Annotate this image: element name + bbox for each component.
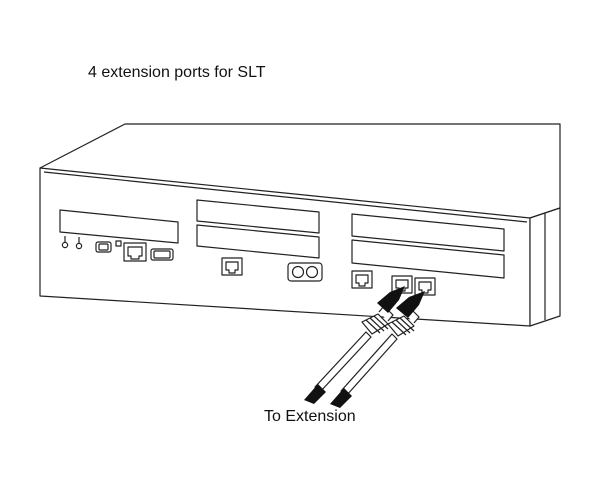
slot-right-2 bbox=[351, 239, 505, 279]
slot-left bbox=[59, 209, 179, 244]
lan-port bbox=[123, 242, 147, 262]
small-indicator bbox=[115, 240, 122, 247]
round-connectors bbox=[287, 262, 323, 282]
diagram-title: 4 extension ports for SLT bbox=[88, 64, 266, 81]
extension-port-2 bbox=[414, 277, 436, 296]
usb-port bbox=[95, 241, 112, 253]
right-rj-port bbox=[351, 270, 373, 289]
slot-middle-1 bbox=[196, 199, 320, 234]
destination-label: To Extension bbox=[264, 408, 356, 425]
slot-right-1 bbox=[351, 213, 505, 252]
serial-port bbox=[150, 248, 174, 261]
middle-rj-port bbox=[221, 257, 243, 276]
indicator-leds bbox=[61, 236, 83, 250]
insert-arrows bbox=[377, 286, 425, 318]
slot-middle-2 bbox=[196, 224, 320, 259]
extension-arrows bbox=[304, 384, 352, 408]
